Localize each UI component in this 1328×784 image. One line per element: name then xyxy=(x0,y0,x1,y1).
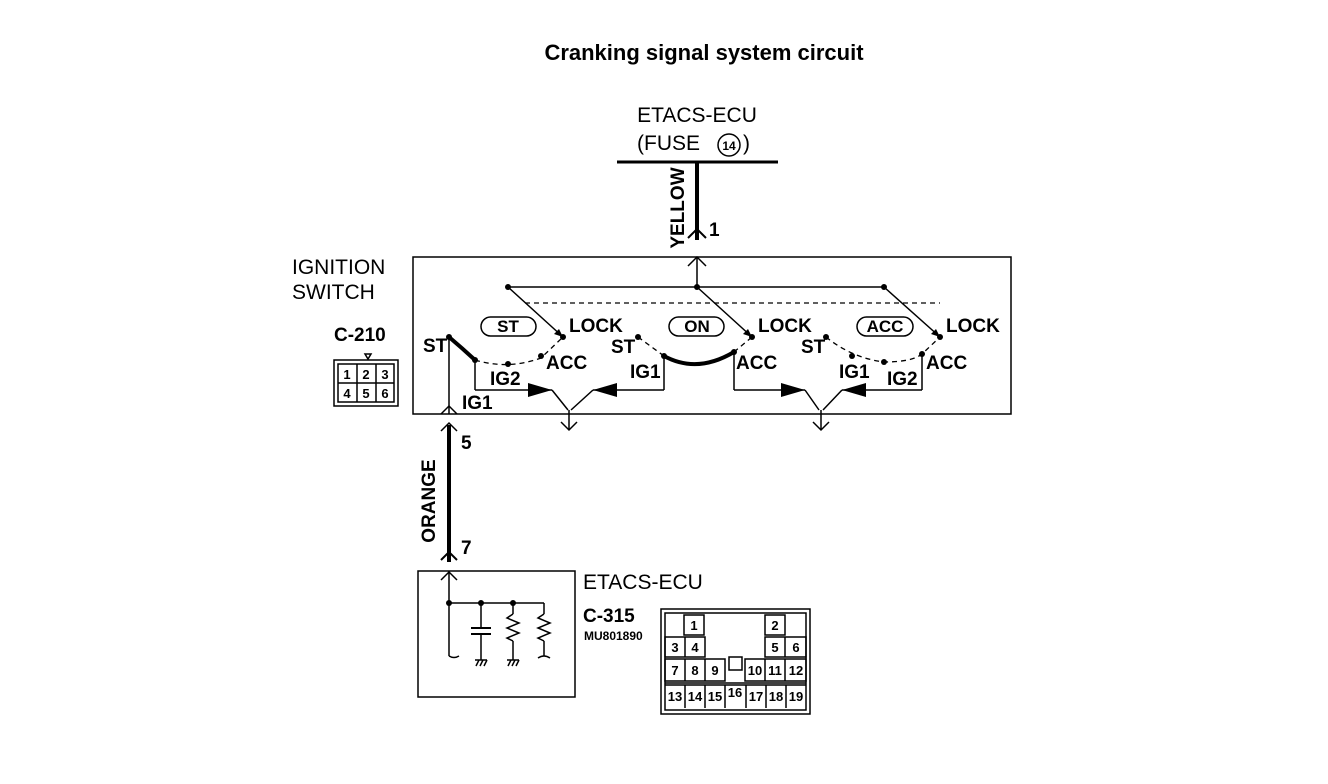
terminal-st: ST xyxy=(423,336,448,357)
bottom-ecu-name: ETACS-ECU xyxy=(583,571,703,594)
c315-pin: 6 xyxy=(792,640,799,655)
c315-pin: 7 xyxy=(671,663,678,678)
ignition-switch-name-1: IGNITION xyxy=(292,256,385,279)
c210-pin: 4 xyxy=(343,386,351,401)
c315-pin: 12 xyxy=(789,663,803,678)
yellow-wire-color: YELLOW xyxy=(668,167,689,248)
c315-pin: 10 xyxy=(748,663,762,678)
c315-pin: 5 xyxy=(771,640,778,655)
c315-pin: 13 xyxy=(668,689,682,704)
position-badge-st xyxy=(480,316,537,337)
c315-pin: 4 xyxy=(691,640,699,655)
orange-wire-color: ORANGE xyxy=(419,459,440,542)
position-label-st: ST xyxy=(497,317,519,336)
fuse-prefix: (FUSE xyxy=(637,132,700,155)
fuse-suffix: ) xyxy=(743,132,750,155)
c315-connector: 1 2 3 4 5 6 7 8 9 10 11 12 13 14 15 16 1… xyxy=(660,608,811,715)
terminal-ig2: IG2 xyxy=(887,369,918,390)
terminal-lock: LOCK xyxy=(946,316,1000,337)
switch-section-on: ON LOCK ST ACC IG1 xyxy=(570,286,820,411)
terminal-ig1: IG1 xyxy=(839,362,870,383)
terminal-acc: ACC xyxy=(736,353,777,374)
terminal-ig1: IG1 xyxy=(630,362,661,383)
switch-section-acc: ACC LOCK ST ACC IG1 IG2 xyxy=(801,286,1000,411)
c210-label: C-210 xyxy=(334,325,386,346)
ignition-switch-name-2: SWITCH xyxy=(292,281,375,304)
diagram-title: Cranking signal system circuit xyxy=(544,40,864,65)
terminal-st: ST xyxy=(611,337,636,358)
c315-pin: 14 xyxy=(688,689,703,704)
terminal-lock: LOCK xyxy=(569,316,623,337)
yellow-wire: YELLOW 1 xyxy=(668,162,720,267)
c315-pin: 17 xyxy=(749,689,763,704)
c210-pin: 2 xyxy=(362,367,369,382)
yellow-wire-pin: 1 xyxy=(709,220,720,241)
switch-section-st: ST LOCK ST ACC IG2 xyxy=(423,286,623,415)
c315-pin: 1 xyxy=(690,618,697,633)
top-ecu-name: ETACS-ECU xyxy=(637,104,757,127)
c315-pin: 3 xyxy=(671,640,678,655)
position-badge-acc xyxy=(856,316,914,337)
orange-wire-top-pin: 5 xyxy=(461,433,472,454)
top-etacs-ecu: ETACS-ECU (FUSE 14 ) xyxy=(617,104,778,164)
c210-pin: 1 xyxy=(343,367,350,382)
bottom-ecu-box xyxy=(417,570,576,698)
fuse-number: 14 xyxy=(722,139,736,153)
orange-wire-bottom-pin: 7 xyxy=(461,538,472,559)
terminal-lock: LOCK xyxy=(758,316,812,337)
ignition-switch: IGNITION SWITCH C-210 1 2 3 4 5 6 xyxy=(292,256,1012,432)
c315-pin: 9 xyxy=(711,663,718,678)
c210-pin: 3 xyxy=(381,367,388,382)
orange-wire: ORANGE 5 7 xyxy=(419,421,472,581)
terminal-acc: ACC xyxy=(546,353,587,374)
position-label-acc: ACC xyxy=(867,317,904,336)
c315-label: C-315 xyxy=(583,606,635,627)
c315-pin: 19 xyxy=(789,689,803,704)
bottom-etacs-ecu: ETACS-ECU C-315 MU801890 xyxy=(417,570,703,698)
c315-pin: 16 xyxy=(728,685,742,700)
terminal-ig2: IG2 xyxy=(490,369,521,390)
c315-pin: 8 xyxy=(691,663,698,678)
terminal-st: ST xyxy=(801,337,826,358)
c210-pin: 6 xyxy=(381,386,388,401)
position-badge-on xyxy=(668,316,725,337)
ignition-switch-box xyxy=(412,256,1012,415)
fuse-number-circle xyxy=(717,133,741,157)
c210-pin: 5 xyxy=(362,386,369,401)
ignition-output-label: IG1 xyxy=(462,393,493,414)
terminal-acc: ACC xyxy=(926,353,967,374)
position-label-on: ON xyxy=(684,317,710,336)
c210-connector: 1 2 3 4 5 6 xyxy=(333,353,399,407)
c315-pin: 11 xyxy=(768,663,782,678)
part-number: MU801890 xyxy=(584,629,643,643)
c315-pin: 15 xyxy=(708,689,722,704)
c315-pin: 2 xyxy=(771,618,778,633)
c315-pin: 18 xyxy=(769,689,783,704)
